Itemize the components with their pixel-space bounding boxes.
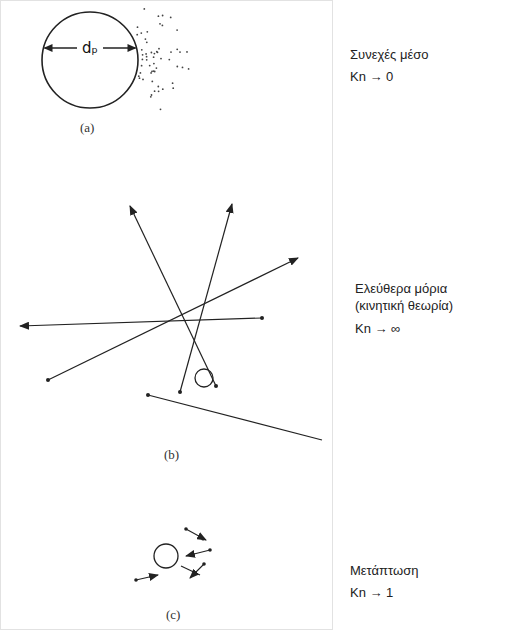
molecule-paths bbox=[136, 529, 210, 580]
gas-stipple bbox=[136, 8, 189, 110]
diameter-label: dₚ bbox=[80, 39, 100, 57]
particle-circle: dₚ bbox=[40, 10, 140, 110]
panel-tag: (c) bbox=[166, 607, 180, 623]
regime-name: Ελεύθερα μόρια (κινητική θεωρία) bbox=[355, 280, 485, 314]
circle-outline bbox=[40, 10, 140, 110]
figure-frame bbox=[1, 1, 333, 630]
knudsen-limit: Kn → 1 bbox=[350, 584, 393, 601]
molecule-dots bbox=[134, 527, 212, 582]
particle bbox=[195, 369, 213, 387]
molecule-paths bbox=[20, 204, 322, 440]
panel-tag: (b) bbox=[164, 447, 179, 463]
particle bbox=[154, 544, 178, 568]
knudsen-limit: Kn → ∞ bbox=[355, 320, 400, 337]
regime-name: Μετάπτωση bbox=[350, 562, 418, 579]
regime-name: Συνεχές μέσο bbox=[350, 46, 428, 63]
knudsen-limit: Kn → 0 bbox=[350, 68, 393, 85]
panel-tag: (a) bbox=[80, 120, 94, 136]
molecule-dots bbox=[46, 316, 264, 397]
